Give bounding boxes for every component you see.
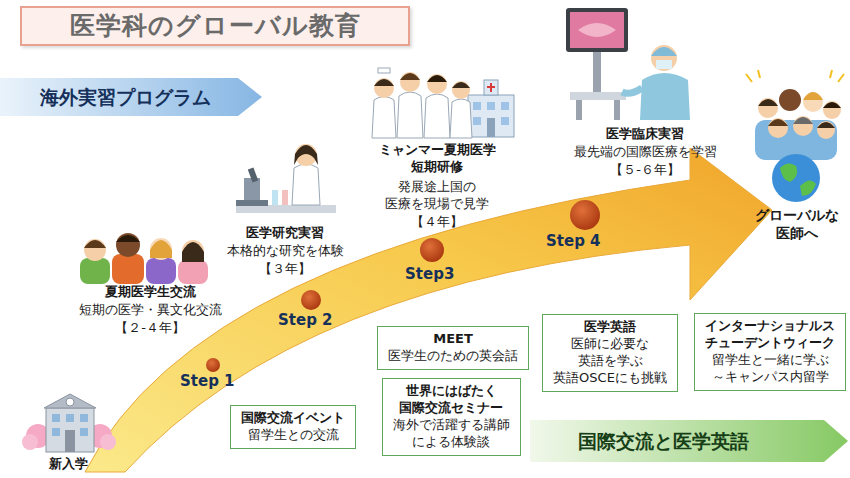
scientist-illustration [236, 144, 336, 213]
step-label: Step 4 [546, 232, 601, 252]
event-box: MEET医学生のための英会話 [377, 326, 529, 370]
caption-text: 発展途上国の 医療を現場で見学 [385, 179, 489, 213]
box-body: 海外で活躍する講師 による体験談 [393, 417, 510, 451]
banner-text: 国際交流と医学英語 [578, 429, 749, 454]
caption-text: 【３年】 [259, 261, 311, 278]
box-body: 留学生と一緒に学ぶ ～キャンパス内留学 [712, 352, 829, 386]
step-dot [570, 200, 600, 230]
caption-text: 最先端の国際医療を学習 [574, 144, 717, 161]
surgeon-illustration [566, 8, 690, 120]
caption-text: 短期の医学・異文化交流 [79, 302, 222, 319]
step-dot [301, 290, 321, 310]
banner-text: 海外実習プログラム [40, 85, 211, 110]
title-box: 医学科のグローバル教育 [20, 6, 410, 46]
course-box: 医学英語医師に必要な 英語を学ぶ 英語OSCEにも挑戦 [542, 314, 678, 392]
caption-text: 医学研究実習 [246, 225, 324, 242]
caption-text: 医学臨床実習 [606, 126, 684, 143]
step-label: Step 2 [278, 311, 333, 331]
step-dot [420, 238, 444, 262]
box-body: 医学生のための英会話 [388, 348, 518, 365]
title-text: 医学科のグローバル教育 [70, 10, 361, 43]
caption-text: 新入学 [49, 456, 88, 473]
box-heading: 世界にはばたく 国際交流セミナー [399, 383, 503, 417]
event-box: 世界にはばたく 国際交流セミナー海外で活躍する講師 による体験談 [382, 378, 521, 456]
caption-text: 【２-４年】 [115, 320, 185, 337]
box-heading: インターナショナルス チューデントウィーク [705, 318, 835, 352]
event-box: 国際交流イベント留学生との交流 [230, 405, 356, 449]
box-heading: 国際交流イベント [241, 410, 345, 427]
box-heading: MEET [433, 331, 473, 348]
school-illustration [22, 394, 116, 452]
caption-text: 【５-６年】 [610, 162, 680, 179]
caption-text: 本格的な研究を体験 [227, 243, 344, 260]
step-label: Step 1 [180, 372, 235, 392]
section-banner: 海外実習プログラム [0, 78, 262, 116]
box-body: 医師に必要な 英語を学ぶ 英語OSCEにも挑戦 [553, 336, 667, 387]
box-body: 留学生との交流 [248, 427, 339, 444]
global-crowd-illustration [746, 70, 844, 202]
caption-text: グローバルな 医師へ [755, 206, 839, 242]
step-label: Step3 [405, 265, 454, 285]
event-box: インターナショナルス チューデントウィーク留学生と一緒に学ぶ ～キャンパス内留学 [694, 313, 846, 391]
caption-text: ミャンマー夏期医学 短期研修 [379, 142, 496, 176]
step-dot [206, 358, 220, 372]
caption-text: 夏期医学生交流 [105, 284, 196, 301]
kids-illustration [80, 233, 208, 284]
section-banner: 国際交流と医学英語 [530, 420, 848, 462]
doctors-illustration [372, 68, 514, 138]
box-heading: 医学英語 [584, 319, 636, 336]
caption-text: 【４年】 [411, 214, 463, 231]
